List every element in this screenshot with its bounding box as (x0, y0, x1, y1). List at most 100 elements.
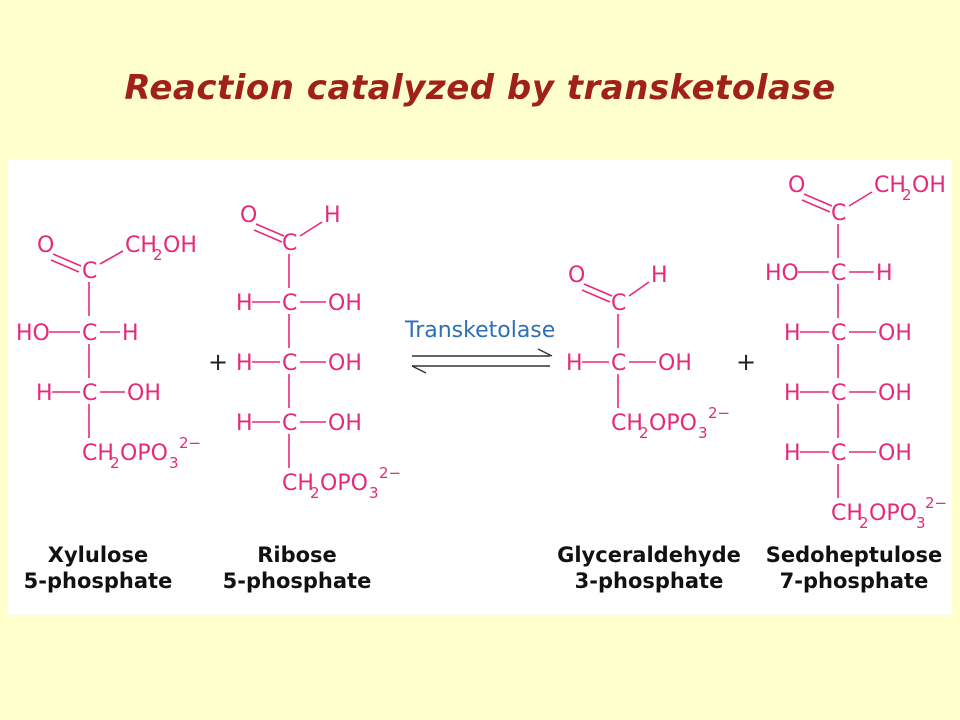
atom-opo: OPO (320, 471, 368, 496)
atom-h: H (784, 321, 801, 346)
atom-c: C (282, 411, 297, 436)
bond (848, 191, 873, 207)
atom-oh: OH (163, 233, 197, 258)
atom-h: H (876, 261, 893, 286)
subscript-2: 2 (110, 454, 120, 472)
atom-opo: OPO (649, 411, 697, 436)
atom-h: H (651, 263, 668, 288)
charge-2-minus: 2− (708, 404, 730, 422)
bond (99, 250, 124, 265)
group-ch2opo3: CH 2 OPO 3 2− (611, 404, 730, 442)
atom-h: H (236, 351, 253, 376)
name-sedoheptulose-line1: Sedoheptulose (766, 543, 942, 567)
group-ch2opo3: CH 2 OPO 3 2− (831, 494, 947, 532)
subscript-2: 2 (310, 484, 320, 502)
plus-sign: + (736, 348, 756, 376)
atom-ho: HO (765, 261, 799, 286)
atom-o: O (240, 203, 257, 228)
subscript-2: 2 (153, 246, 163, 264)
subscript-3: 3 (698, 424, 708, 442)
double-bond (52, 253, 82, 267)
double-bond (255, 223, 285, 237)
atom-c: C (611, 291, 626, 316)
atom-ch: CH (831, 501, 863, 526)
glyceraldehyde-3-phosphate-structure: O C H H C OH CH 2 OPO 3 2− (566, 263, 730, 442)
reverse-arrow-head (411, 365, 427, 374)
subscript-3: 3 (916, 514, 926, 532)
subscript-2: 2 (902, 186, 912, 204)
atom-o: O (788, 173, 805, 198)
double-bond (801, 199, 831, 213)
atom-c: C (282, 231, 297, 256)
atom-ch: CH (125, 233, 157, 258)
double-bond (581, 289, 611, 303)
atom-oh: OH (127, 381, 161, 406)
atom-ch: CH (874, 173, 906, 198)
name-ribose-line2: 5-phosphate (223, 569, 372, 593)
atom-ch: CH (82, 441, 114, 466)
atom-oh: OH (658, 351, 692, 376)
sedoheptulose-7-phosphate-structure: O C CH 2 OH HO C H H C OH H C OH H C OH (765, 173, 947, 532)
atom-oh: OH (878, 441, 912, 466)
double-bond (50, 259, 80, 273)
atom-ch: CH (611, 411, 643, 436)
group-ch2opo3: CH 2 OPO 3 2− (282, 464, 401, 502)
name-xylulose-line1: Xylulose (48, 543, 148, 567)
name-sedoheptulose-line2: 7-phosphate (780, 569, 929, 593)
atom-h: H (236, 291, 253, 316)
bond (299, 221, 323, 237)
xylulose-5-phosphate-structure: O C CH 2 OH HO C H H C OH CH 2 OPO 3 2− (16, 233, 201, 472)
atom-oh: OH (878, 381, 912, 406)
name-xylulose-line2: 5-phosphate (24, 569, 173, 593)
subscript-3: 3 (169, 454, 179, 472)
atom-h: H (324, 203, 341, 228)
name-glyceraldehyde-line2: 3-phosphate (575, 569, 724, 593)
subscript-2: 2 (639, 424, 649, 442)
atom-c: C (82, 259, 97, 284)
atom-c: C (831, 441, 846, 466)
atom-h: H (36, 381, 53, 406)
atom-h: H (566, 351, 583, 376)
atom-h: H (236, 411, 253, 436)
atom-c: C (282, 351, 297, 376)
double-bond (253, 229, 283, 243)
atom-ho: HO (16, 321, 50, 346)
slide-title: Reaction catalyzed by transketolase (124, 68, 836, 108)
subscript-3: 3 (369, 484, 379, 502)
atom-h: H (784, 441, 801, 466)
atom-oh: OH (912, 173, 946, 198)
atom-oh: OH (328, 411, 362, 436)
subscript-2: 2 (859, 514, 869, 532)
reaction-figure: O C CH 2 OH HO C H H C OH CH 2 OPO 3 2− … (8, 160, 952, 615)
group-ch2oh: CH 2 OH (125, 233, 197, 264)
atom-c: C (82, 321, 97, 346)
double-bond (803, 193, 833, 207)
forward-arrow-head (537, 348, 553, 357)
equilibrium-arrow: Transketolase (404, 318, 555, 374)
atom-c: C (831, 261, 846, 286)
atom-h: H (122, 321, 139, 346)
atom-opo: OPO (869, 501, 917, 526)
plus-sign: + (208, 348, 228, 376)
atom-c: C (831, 321, 846, 346)
atom-c: C (831, 201, 846, 226)
atom-oh: OH (328, 351, 362, 376)
compound-names: Xylulose 5-phosphate Ribose 5-phosphate … (24, 543, 943, 593)
atom-oh: OH (878, 321, 912, 346)
atom-ch: CH (282, 471, 314, 496)
atom-c: C (82, 381, 97, 406)
atom-c: C (611, 351, 626, 376)
charge-2-minus: 2− (179, 434, 201, 452)
atom-o: O (568, 263, 585, 288)
bond (628, 281, 650, 297)
enzyme-label: Transketolase (404, 318, 555, 343)
group-ch2oh: CH 2 OH (874, 173, 946, 204)
atom-opo: OPO (120, 441, 168, 466)
name-ribose-line1: Ribose (257, 543, 337, 567)
charge-2-minus: 2− (925, 494, 947, 512)
atom-o: O (37, 233, 54, 258)
double-bond (583, 283, 613, 297)
ribose-5-phosphate-structure: O C H H C OH H C OH H C OH CH 2 OPO 3 2− (236, 203, 401, 502)
atom-c: C (831, 381, 846, 406)
name-glyceraldehyde-line1: Glyceraldehyde (557, 543, 741, 567)
